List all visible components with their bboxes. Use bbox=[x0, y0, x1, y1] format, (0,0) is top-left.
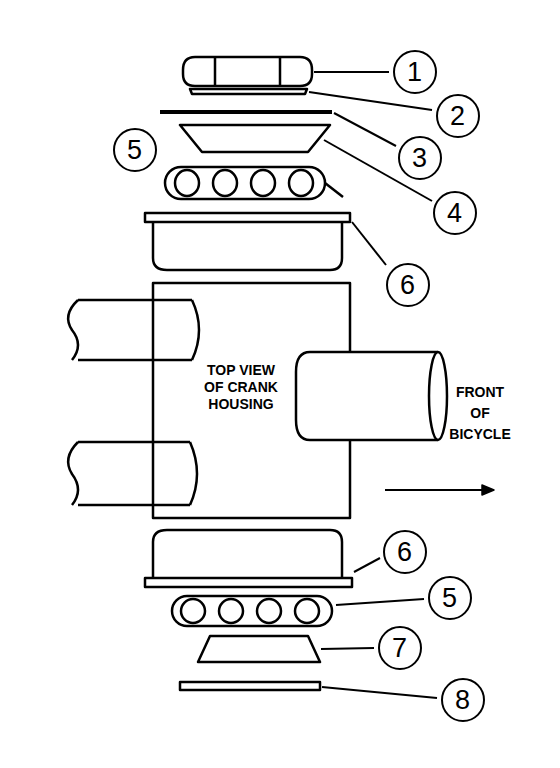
callout-number: 4 bbox=[433, 191, 477, 235]
callout-number: 7 bbox=[378, 626, 422, 670]
locknut-flats bbox=[215, 57, 280, 86]
callout-number: 2 bbox=[436, 94, 480, 138]
leader-line bbox=[322, 687, 437, 698]
lock-washer bbox=[160, 110, 332, 114]
bearing-cup bbox=[153, 222, 342, 270]
tube-fill bbox=[296, 352, 438, 440]
arrow-head bbox=[482, 485, 494, 495]
tube-break bbox=[68, 442, 78, 505]
cup-rim bbox=[145, 213, 350, 222]
tube-end bbox=[192, 300, 199, 360]
tube bbox=[310, 352, 438, 440]
adjustable-cone bbox=[180, 125, 330, 152]
callout-number: 6 bbox=[383, 530, 427, 574]
callout-number: 3 bbox=[398, 136, 442, 180]
retainer-tick bbox=[325, 183, 343, 197]
tube-end bbox=[190, 442, 197, 505]
housing-label: TOP VIEW OF CRANK HOUSING bbox=[196, 362, 286, 413]
callout-number: 6 bbox=[386, 263, 430, 307]
washer bbox=[180, 682, 320, 690]
ball bbox=[289, 170, 313, 196]
callout-number: 5 bbox=[113, 128, 157, 172]
callout-number: 1 bbox=[393, 50, 437, 94]
ball bbox=[175, 170, 199, 196]
ball bbox=[219, 599, 243, 623]
crank-housing-box: TOP VIEW OF CRANK HOUSING bbox=[153, 283, 350, 518]
direction-note: FRONT OF BICYCLE bbox=[447, 382, 513, 445]
cup-rim bbox=[145, 578, 352, 587]
ball bbox=[295, 599, 319, 623]
ball-retainer bbox=[165, 167, 325, 199]
tube bbox=[78, 300, 192, 360]
leader-line bbox=[352, 222, 386, 265]
callout-number: 5 bbox=[428, 576, 472, 620]
fixed-cone bbox=[198, 636, 320, 662]
tube bbox=[78, 442, 190, 505]
ball bbox=[257, 599, 281, 623]
ball bbox=[181, 599, 205, 623]
direction-arrow bbox=[385, 489, 490, 491]
ball bbox=[251, 170, 275, 196]
callout-number: 8 bbox=[441, 678, 485, 722]
bearing-cup bbox=[153, 530, 342, 578]
leader-line bbox=[321, 648, 374, 649]
leader-line bbox=[334, 113, 396, 146]
leader-line bbox=[309, 92, 432, 110]
leader-line bbox=[314, 71, 389, 73]
tube-break bbox=[68, 300, 78, 360]
tube-end bbox=[296, 352, 310, 440]
leader-line bbox=[336, 599, 424, 605]
washer bbox=[190, 89, 307, 94]
locknut bbox=[183, 57, 312, 86]
ball bbox=[213, 170, 237, 196]
tube-section bbox=[429, 352, 447, 440]
ball-retainer bbox=[172, 596, 332, 626]
leader-line bbox=[354, 558, 380, 572]
